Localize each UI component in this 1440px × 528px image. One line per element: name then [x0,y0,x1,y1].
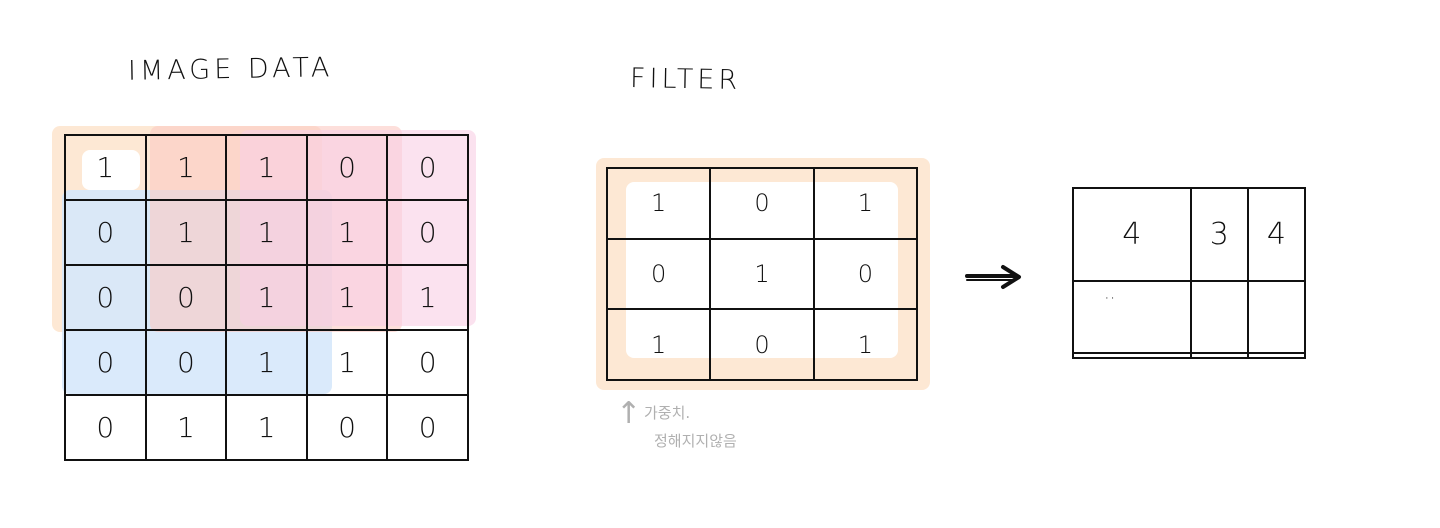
image-cell: 1 [305,264,389,331]
filter-cell: 1 [812,308,919,381]
image-cell: 0 [144,329,228,396]
filter-cell: 1 [605,308,712,381]
output-row: ·· [1072,279,1307,354]
filter-cell: 0 [709,167,815,240]
filter-row: 1 0 1 [605,308,919,381]
image-cell: 1 [144,394,228,461]
image-cell: 0 [64,394,147,461]
image-cell: 0 [144,264,228,331]
image-cell: 0 [64,264,147,331]
image-cell: 1 [305,199,389,266]
image-cell: 1 [225,264,308,331]
image-data-title: IMAGE DATA [127,52,334,87]
image-cell: 1 [225,329,308,396]
filter-grid: 1 0 1 0 1 0 1 0 1 [605,167,919,381]
image-cell: 0 [64,329,147,396]
filter-cell: 0 [709,308,815,381]
image-cell: 1 [225,199,308,266]
image-cell: 0 [305,134,389,201]
image-row: 0 0 1 1 0 [64,329,469,396]
image-cell: 0 [386,134,469,201]
output-row: 4 3 4 [1072,187,1307,282]
output-cell: 3 [1189,187,1249,282]
image-cell: 0 [386,394,469,461]
output-grid: 4 3 4 ·· [1072,187,1307,359]
output-cell [1189,352,1249,359]
image-cell: 0 [386,329,469,396]
image-cell: 1 [225,394,308,461]
image-data-grid: 1 1 1 0 0 0 1 1 1 0 0 0 1 1 1 0 0 1 1 0 … [64,134,469,461]
image-cell: 0 [386,199,469,266]
filter-cell: 0 [605,237,712,311]
note-weight-label: 가중치. [644,404,691,422]
output-cell: 4 [1072,187,1192,282]
filter-cell: 1 [709,237,815,311]
output-cell [1246,279,1307,354]
image-cell: 1 [64,134,147,201]
note-undetermined-label: 정해지지않음 [654,432,737,450]
filter-cell: 1 [605,167,712,240]
output-cell [1072,352,1192,359]
filter-cell: 1 [812,167,919,240]
filter-cell: 0 [812,237,919,311]
note-arrow: ↑ [616,396,642,431]
image-row: 0 0 1 1 1 [64,264,469,331]
image-cell: 1 [305,329,389,396]
image-cell: 1 [386,264,469,331]
image-row: 0 1 1 0 0 [64,394,469,461]
output-row [1072,352,1307,359]
filter-row: 1 0 1 [605,167,919,240]
arrow-right-icon [965,265,1021,289]
image-cell: 1 [144,199,228,266]
image-cell: 1 [225,134,308,201]
filter-row: 0 1 0 [605,237,919,311]
output-cell: 4 [1246,187,1307,282]
image-cell: 1 [144,134,228,201]
output-cell: ·· [1072,279,1192,354]
output-cell [1246,352,1307,359]
image-row: 1 1 1 0 0 [64,134,469,201]
image-row: 0 1 1 1 0 [64,199,469,266]
image-cell: 0 [64,199,147,266]
image-cell: 0 [305,394,389,461]
output-cell [1189,279,1249,354]
filter-title: FILTER [629,63,742,96]
